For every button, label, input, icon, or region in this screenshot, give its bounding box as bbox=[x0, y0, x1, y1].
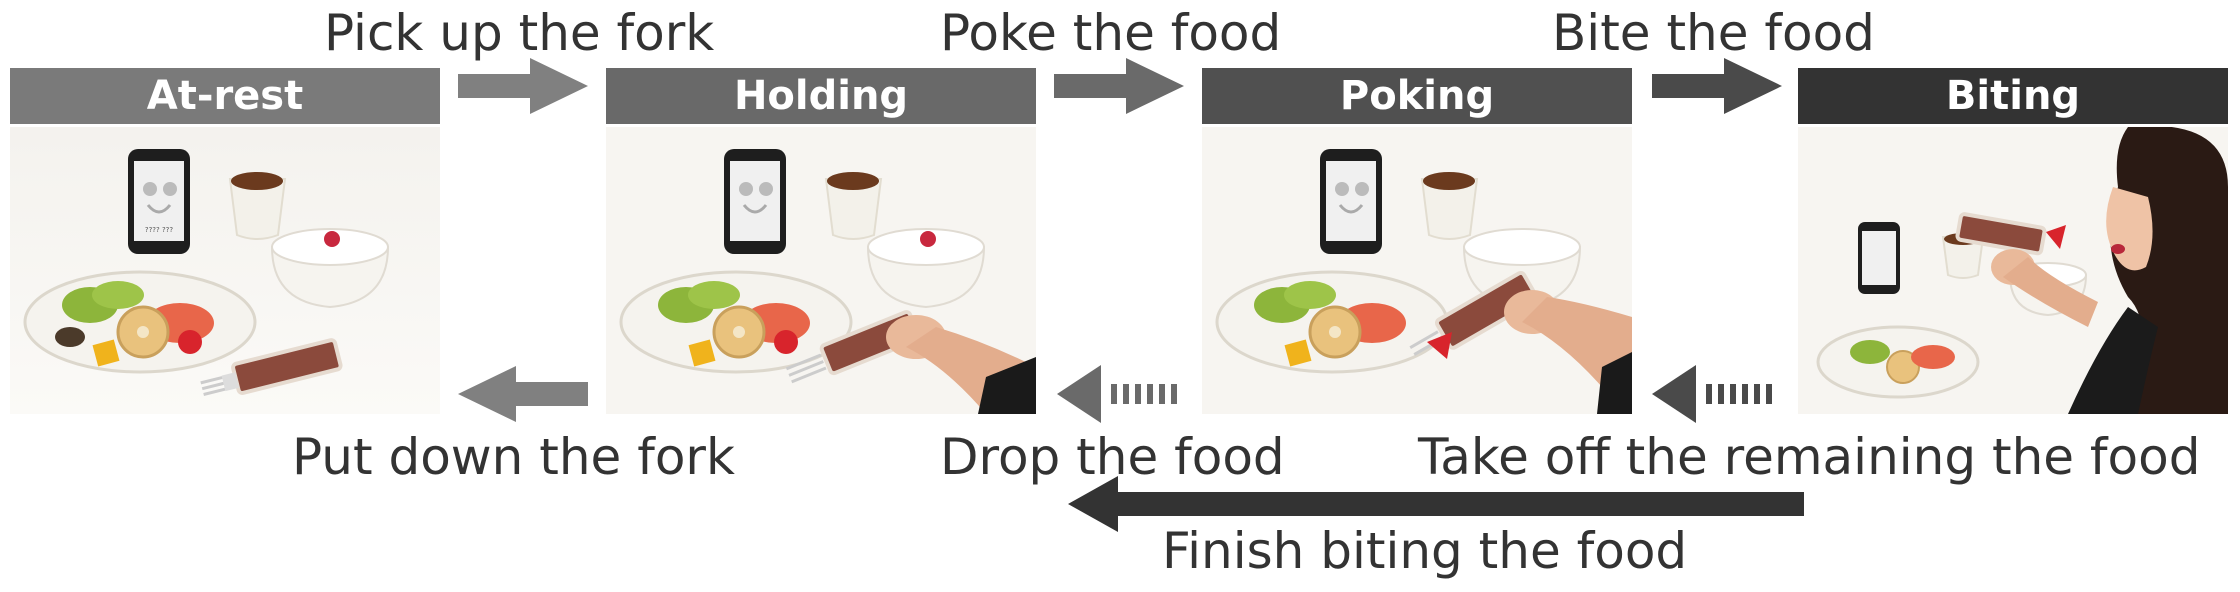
label-take-off-the-remaining-the-food: Take off the remaining the food bbox=[1418, 428, 2201, 486]
photo-at-rest: ???? ??? bbox=[10, 127, 440, 414]
photo-poking bbox=[1202, 127, 1632, 414]
label-finish-biting-the-food: Finish biting the food bbox=[1162, 522, 1688, 580]
state-header-poking: Poking bbox=[1202, 68, 1632, 124]
arrow-pick-up bbox=[458, 58, 588, 114]
arrow-put-down bbox=[458, 366, 588, 422]
state-header-biting: Biting bbox=[1798, 68, 2228, 124]
arrow-finish-biting bbox=[1068, 476, 1804, 532]
state-header-at-rest: At-rest bbox=[10, 68, 440, 124]
arrow-take-off-dashed bbox=[1652, 365, 1772, 423]
label-poke-the-food: Poke the food bbox=[940, 4, 1282, 62]
label-put-down-the-fork: Put down the fork bbox=[292, 428, 735, 486]
arrow-bite bbox=[1652, 58, 1782, 114]
label-bite-the-food: Bite the food bbox=[1552, 4, 1875, 62]
arrow-poke bbox=[1054, 58, 1184, 114]
state-header-holding: Holding bbox=[606, 68, 1036, 124]
phone-caption: ???? ??? bbox=[145, 226, 174, 234]
label-pick-up-the-fork: Pick up the fork bbox=[324, 4, 715, 62]
label-drop-the-food: Drop the food bbox=[940, 428, 1285, 486]
photo-biting bbox=[1798, 127, 2228, 414]
arrow-drop-dashed bbox=[1057, 365, 1177, 423]
photo-holding bbox=[606, 127, 1036, 414]
